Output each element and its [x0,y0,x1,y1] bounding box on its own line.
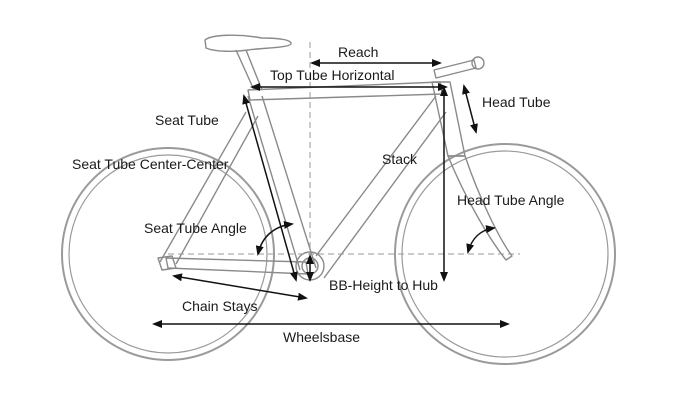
rear-dropout [157,255,177,271]
label-wheelsbase: Wheelsbase [283,329,361,345]
stem [433,59,477,79]
top-tube [247,81,443,101]
label-chain-stays: Chain Stays [182,298,258,314]
head-tube-angle-arc [466,225,496,254]
down-tube [315,95,447,279]
label-top-tube-horizontal: Top Tube Horizontal [270,67,395,83]
chain-stay [165,257,309,275]
head-tube [431,81,466,157]
label-bb-height-to-hub: BB-Height to Hub [329,277,438,293]
handlebar [471,56,485,70]
label-reach: Reach [338,44,379,60]
head-tube-arrow [462,84,478,134]
reference-lines [168,42,520,262]
label-seat-tube-angle: Seat Tube Angle [144,220,247,236]
label-head-tube: Head Tube [482,94,551,110]
seat-tube-angle-arc [255,220,294,256]
seat-tube [247,95,317,271]
label-head-tube-angle: Head Tube Angle [457,192,565,208]
measure-arrows [152,59,510,328]
saddle [204,34,292,53]
seatpost [235,49,263,91]
fork [447,155,513,261]
seat-stay [159,111,259,265]
chain-stays-arrow [172,273,308,301]
label-seat-tube: Seat Tube [155,112,219,128]
label-seat-tube-center-center: Seat Tube Center-Center [72,156,229,172]
label-stack: Stack [382,151,418,167]
